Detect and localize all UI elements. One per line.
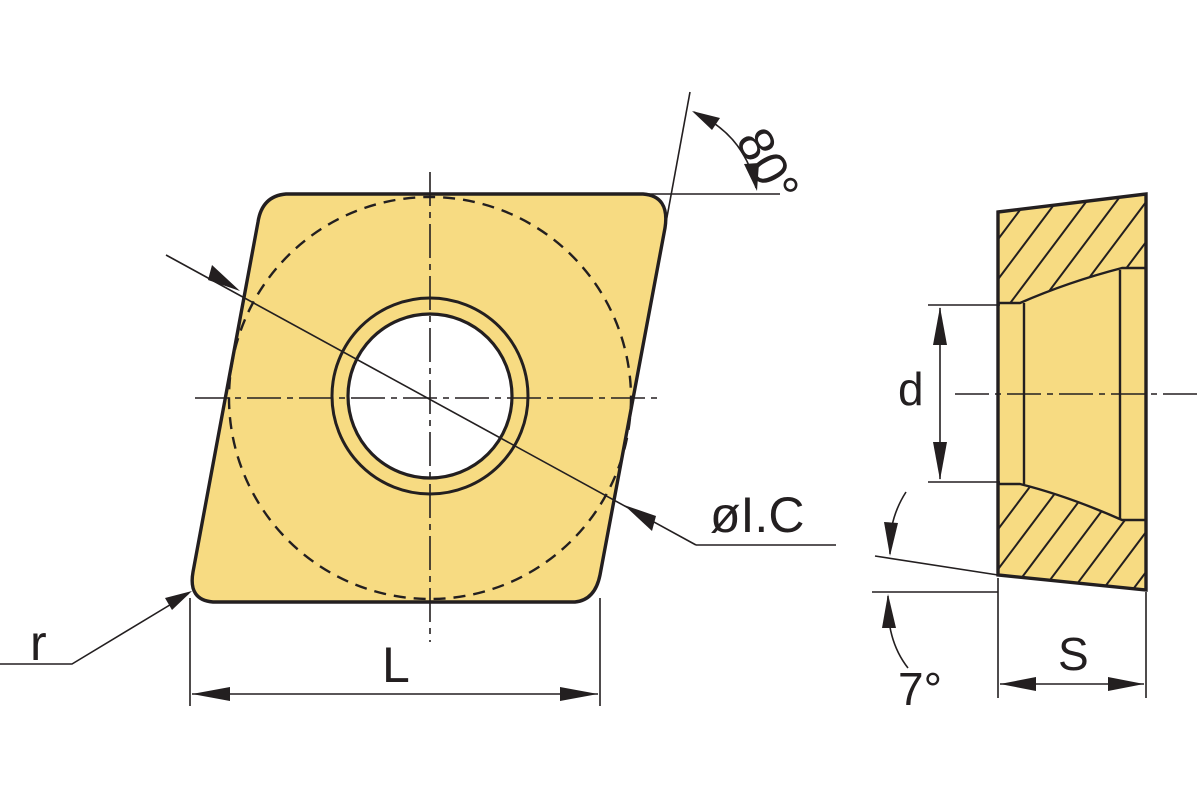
ic-diameter-line [165,254,697,546]
ic-label: øI.C [710,487,804,543]
s-label: S [1058,628,1089,680]
clearance-arrow-lower [882,594,896,628]
bore-profile-bottom [998,482,1146,522]
clearance-arrow-upper [884,522,898,556]
angle-arrow-upper [692,111,720,130]
d-arrow-top [933,307,947,345]
length-arrow-right [560,687,598,701]
radius-arrow [165,591,192,610]
ic-arrow-upper [208,265,240,291]
length-arrow-left [192,687,230,701]
s-arrow-left [1000,677,1036,691]
radius-label: r [30,615,47,671]
angle-label: 80° [725,119,810,212]
length-label: L [382,637,410,693]
d-label: d [898,363,924,415]
ic-arrow-lower [624,505,656,531]
angle-extension-edge [664,91,691,229]
bore-profile-top [998,266,1146,305]
angle-arrow-lower [744,163,759,191]
clearance-label: 7° [898,663,942,715]
d-arrow-bottom [933,442,947,480]
s-arrow-right [1108,677,1144,691]
radius-leader [0,593,189,665]
section-outline [996,192,1148,592]
side-section-view: d S 7° [872,192,1200,715]
clearance-ext-flank [874,555,999,576]
hatch-upper [998,194,1146,305]
front-view: øI.C 80° r L [0,91,836,706]
